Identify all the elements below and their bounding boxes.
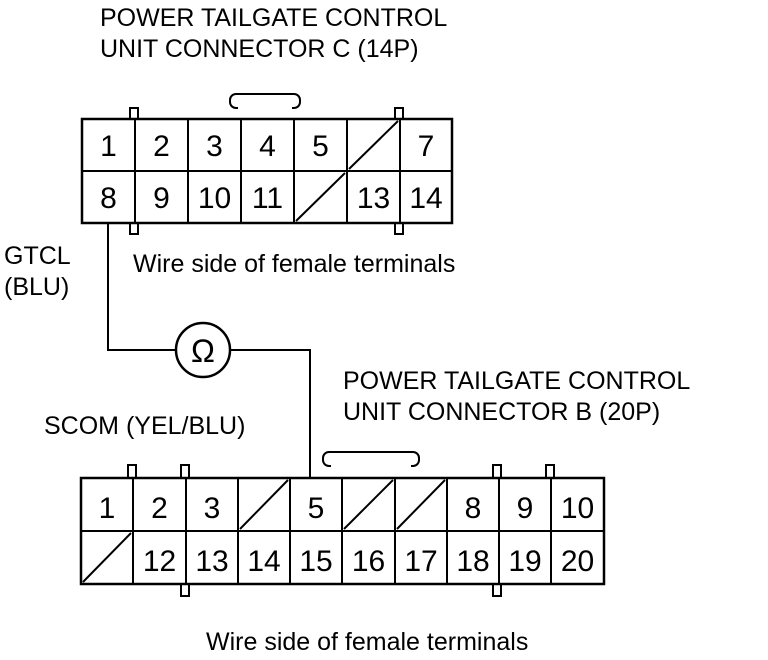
connector-c-pin: 7 [418,130,435,163]
connector-c-pin: 10 [198,182,231,215]
connector-c-pin: 9 [153,182,170,215]
connector-c-empty-cavity [295,172,346,222]
connector-b-pin: 5 [308,492,325,525]
ohmmeter-icon: Ω [174,321,232,379]
connector-b-latch [322,451,420,467]
connector-b-title-line1: POWER TAILGATE CONTROL [343,367,690,395]
connector-b-pin: 18 [456,545,489,578]
connector-b: 1 2 3 5 8 9 10 12 13 14 15 16 17 18 19 2… [79,451,606,597]
connector-c-pin: 8 [100,182,117,215]
connector-b-pin: 10 [561,492,594,525]
connector-c-latch [229,93,301,109]
connector-b-pin: 19 [508,545,541,578]
gtcl-test-lead [107,223,176,351]
connector-b-empty-cavity [343,479,394,530]
connector-b-pin: 9 [517,492,534,525]
connector-b-pin: 13 [195,545,228,578]
connector-b-empty-cavity [239,479,289,530]
connector-b-pin: 20 [561,545,594,578]
connector-b-pin: 1 [99,492,116,525]
connector-b-pin: 15 [299,545,332,578]
connector-c-pin: 13 [357,182,390,215]
connector-b-pin: 2 [151,492,168,525]
connector-c-pin: 3 [206,130,223,163]
connector-c-title-line1: POWER TAILGATE CONTROL [100,4,447,32]
connector-c-pin: 1 [100,130,117,163]
connector-c-pin: 11 [252,182,283,215]
connector-b-pin: 3 [204,492,221,525]
connector-c-pin: 5 [312,130,329,163]
connector-b-pin: 8 [465,492,482,525]
gtcl-wire-label: GTCL [4,242,71,270]
connector-b-title-line2: UNIT CONNECTOR B (20P) [343,398,660,426]
connector-c-title-line2: UNIT CONNECTOR C (14P) [100,35,419,63]
scom-wire-label: SCOM (YEL/BLU) [44,412,245,440]
ohm-symbol: Ω [191,333,215,369]
connector-b-empty-cavity [82,532,132,583]
connector-c-empty-cavity [348,120,399,170]
connector-c: 1 2 3 4 5 7 8 9 10 11 13 14 [80,93,454,235]
connector-c-pin: 14 [409,182,442,215]
scom-test-lead [230,349,311,478]
connector-b-pin: 14 [247,545,280,578]
connector-b-pin: 17 [404,545,437,578]
connector-c-pin: 4 [259,130,276,163]
connector-b-pin: 12 [143,545,176,578]
connector-b-empty-cavity [396,479,446,530]
connector-c-caption: Wire side of female terminals [133,250,455,278]
gtcl-wire-color: (BLU) [4,273,69,301]
connector-c-pin: 2 [153,130,170,163]
connector-b-pin: 16 [352,545,385,578]
connector-b-caption: Wire side of female terminals [206,628,528,656]
